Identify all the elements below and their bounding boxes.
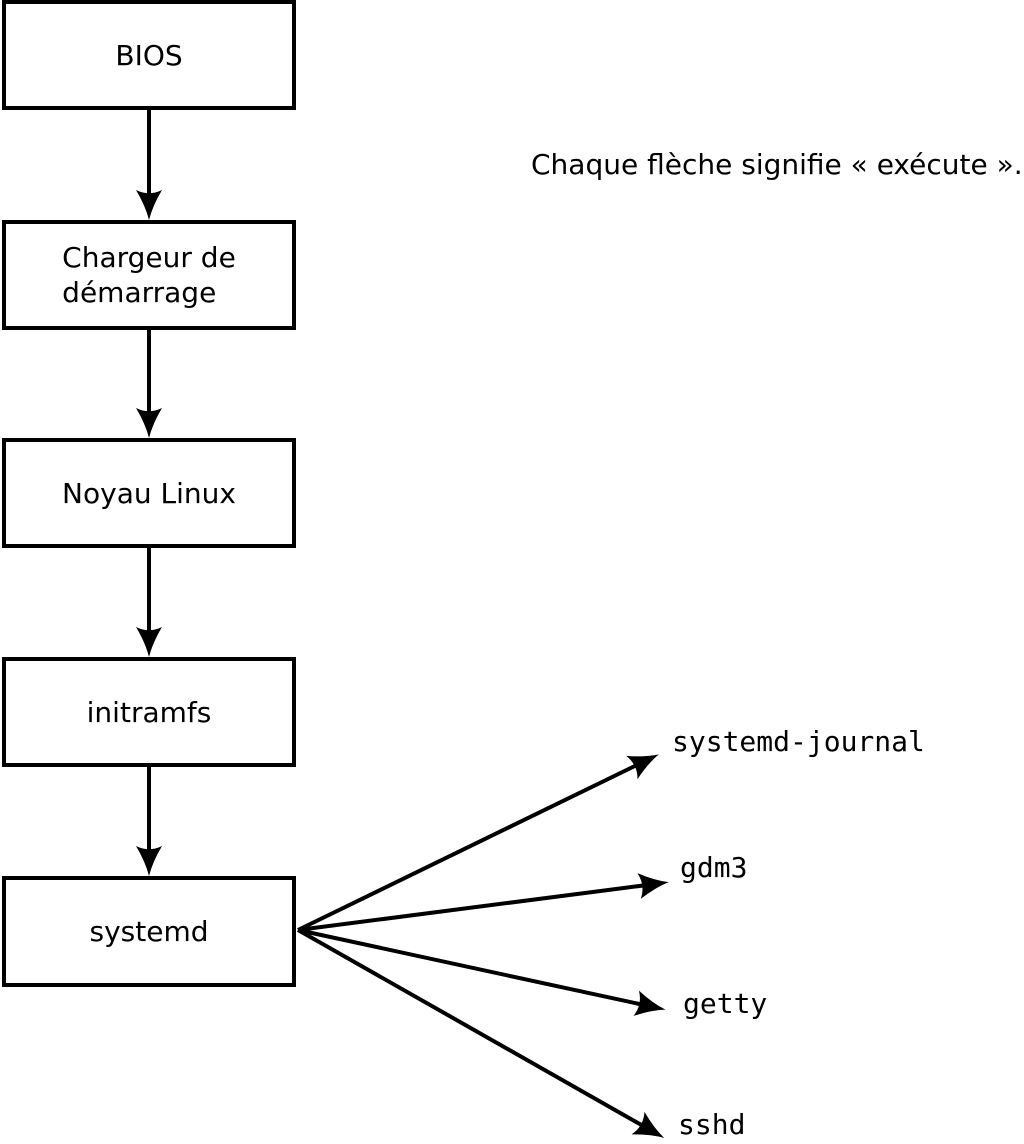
node-systemd-label: systemd — [89, 915, 209, 948]
node-bios: BIOS — [2, 0, 296, 110]
node-kernel-label: Noyau Linux — [62, 476, 236, 510]
arrow-systemd-to-gdm3 — [297, 873, 669, 932]
node-systemd: systemd — [2, 876, 296, 987]
caption-legend: Chaque flèche signifie « exécute ». — [531, 148, 1023, 181]
node-bootloader-label: Chargeur de démarrage — [62, 241, 236, 309]
arrow-systemd-to-getty — [297, 928, 666, 1017]
node-initramfs: initramfs — [2, 657, 296, 767]
node-initramfs-label: initramfs — [86, 695, 212, 729]
node-bootloader: Chargeur de démarrage — [2, 220, 296, 330]
arrow-systemd-to-systemd-journal — [297, 754, 659, 932]
node-bios-label: BIOS — [115, 38, 183, 72]
process-label-sshd: sshd — [678, 1108, 746, 1141]
process-label-systemd-journal: systemd-journal — [672, 725, 925, 758]
process-label-getty: getty — [683, 987, 768, 1020]
arrow-systemd-to-sshd — [297, 928, 665, 1138]
process-label-gdm3: gdm3 — [680, 851, 748, 884]
node-kernel: Noyau Linux — [2, 438, 296, 548]
